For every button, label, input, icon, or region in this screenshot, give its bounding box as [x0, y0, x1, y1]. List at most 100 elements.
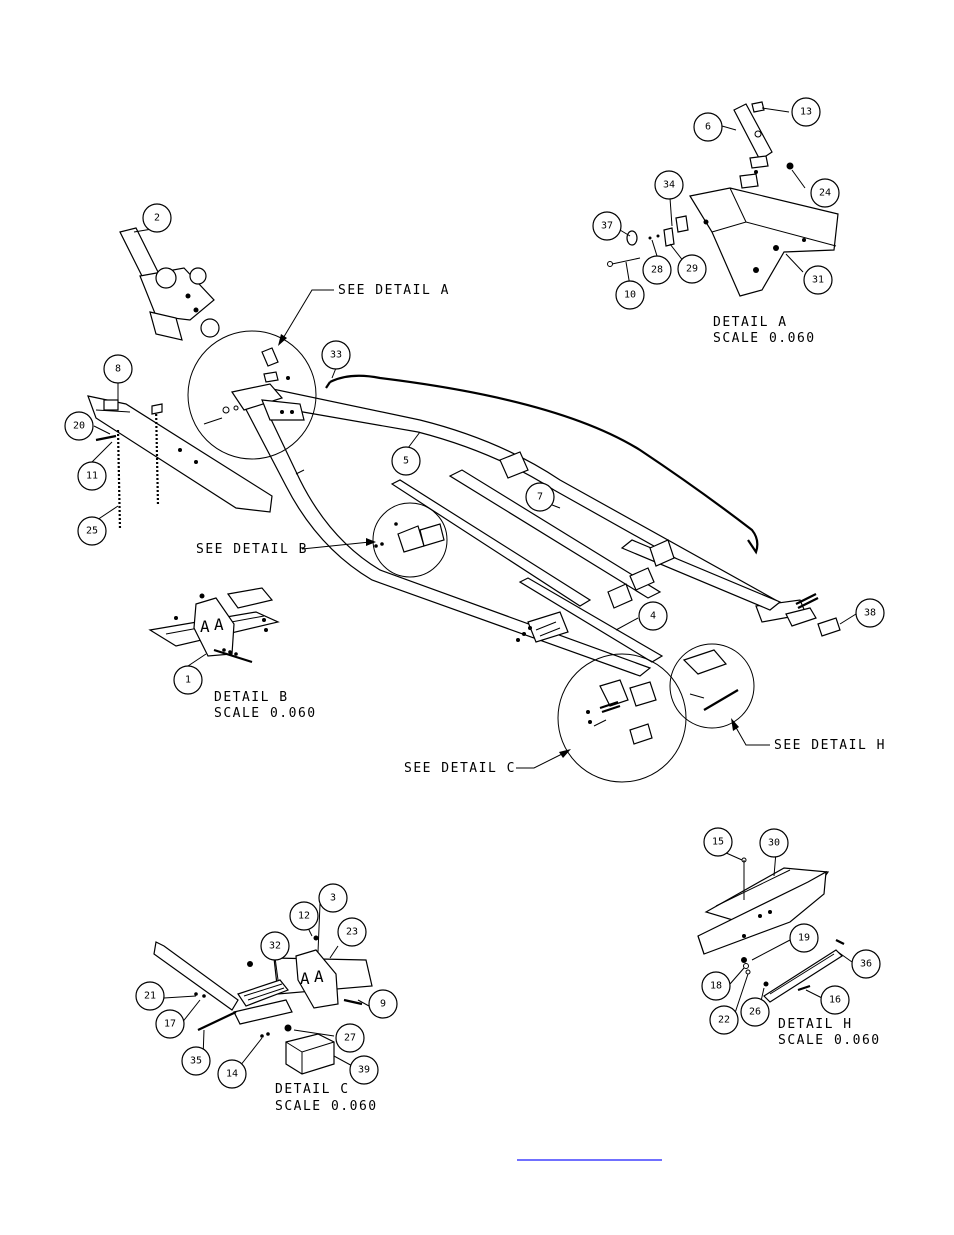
callout-13: 13: [791, 97, 821, 127]
svg-text:3: 3: [330, 893, 336, 904]
svg-text:39: 39: [358, 1065, 370, 1076]
see-detail-b-label: SEE DETAIL B: [196, 542, 308, 557]
svg-text:25: 25: [86, 526, 98, 537]
trailer-frame: [231, 374, 841, 745]
see-detail-a-label: SEE DETAIL A: [338, 283, 450, 298]
svg-text:17: 17: [164, 1019, 176, 1030]
callout-14: 14: [217, 1059, 247, 1089]
svg-text:27: 27: [344, 1033, 356, 1044]
callout-10: 10: [615, 280, 645, 310]
svg-text:13: 13: [800, 107, 812, 118]
svg-text:20: 20: [73, 421, 85, 432]
callout-31: 31: [803, 265, 833, 295]
svg-text:23: 23: [346, 927, 358, 938]
svg-text:A: A: [214, 615, 224, 634]
svg-text:38: 38: [864, 608, 876, 619]
detail-a-title: DETAIL A: [713, 315, 788, 330]
svg-text:21: 21: [144, 991, 156, 1002]
callout-27: 27: [335, 1023, 365, 1053]
detail-h-scale: SCALE 0.060: [778, 1033, 881, 1048]
svg-text:8: 8: [115, 364, 121, 375]
callout-38: 38: [855, 598, 885, 628]
see-detail-h-label: SEE DETAIL H: [774, 738, 886, 753]
part-callouts: 1 2 3 4 5 6 7 8 9 10 11 12 13 14 15 16 1…: [64, 97, 885, 1089]
svg-text:A: A: [200, 617, 210, 636]
callout-39: 39: [349, 1055, 379, 1085]
svg-text:22: 22: [718, 1015, 730, 1026]
callout-37: 37: [592, 211, 622, 241]
callout-19: 19: [789, 923, 819, 953]
callout-15: 15: [703, 827, 733, 857]
callout-33: 33: [321, 340, 351, 370]
callout-17: 17: [155, 1009, 185, 1039]
svg-text:11: 11: [86, 471, 98, 482]
callout-32: 32: [260, 931, 290, 961]
callout-30: 30: [759, 828, 789, 858]
callout-25: 25: [77, 516, 107, 546]
detail-c-scale: SCALE 0.060: [275, 1099, 378, 1114]
svg-text:10: 10: [624, 290, 636, 301]
callout-22: 22: [709, 1005, 739, 1035]
callout-36: 36: [851, 949, 881, 979]
callout-26: 26: [740, 997, 770, 1027]
detail-b-assembly: A A: [148, 587, 280, 664]
detail-b-title: DETAIL B: [214, 690, 289, 705]
svg-text:31: 31: [812, 275, 824, 286]
svg-text:A: A: [300, 969, 310, 988]
svg-text:33: 33: [330, 350, 342, 361]
callout-34: 34: [654, 170, 684, 200]
callout-5: 5: [391, 446, 421, 476]
detail-c-title: DETAIL C: [275, 1082, 350, 1097]
svg-text:18: 18: [710, 981, 722, 992]
detail-h-title: DETAIL H: [778, 1017, 853, 1032]
callout-16: 16: [820, 985, 850, 1015]
callout-12: 12: [289, 901, 319, 931]
callout-28: 28: [642, 255, 672, 285]
callout-11: 11: [77, 461, 107, 491]
svg-text:32: 32: [269, 941, 281, 952]
jack-assembly: [119, 227, 220, 341]
svg-text:34: 34: [663, 180, 675, 191]
svg-text:1: 1: [185, 675, 191, 686]
trailer-tongue: [87, 395, 273, 531]
svg-text:24: 24: [819, 188, 831, 199]
bunk-bracket-cluster: [516, 611, 569, 643]
svg-text:37: 37: [601, 221, 613, 232]
callout-18: 18: [701, 971, 731, 1001]
detail-h-assembly: [697, 857, 845, 1003]
svg-text:7: 7: [537, 492, 543, 503]
svg-text:A: A: [314, 967, 324, 986]
svg-text:4: 4: [650, 611, 656, 622]
see-detail-arrows: [278, 289, 770, 769]
detail-circles: [187, 330, 755, 783]
callout-2: 2: [142, 203, 172, 233]
callout-35: 35: [181, 1046, 211, 1076]
callout-24: 24: [810, 178, 840, 208]
callout-23: 23: [337, 917, 367, 947]
detail-a-scale: SCALE 0.060: [713, 331, 816, 346]
svg-text:9: 9: [380, 999, 386, 1010]
svg-text:14: 14: [226, 1069, 238, 1080]
callout-6: 6: [693, 112, 723, 142]
svg-text:30: 30: [768, 838, 780, 849]
callout-7: 7: [525, 482, 555, 512]
callout-20: 20: [64, 411, 94, 441]
see-detail-c-label: SEE DETAIL C: [404, 761, 516, 776]
svg-text:36: 36: [860, 959, 872, 970]
detail-b-scale: SCALE 0.060: [214, 706, 317, 721]
callout-4: 4: [638, 601, 668, 631]
svg-text:16: 16: [829, 995, 841, 1006]
detail-c-assembly: A A: [153, 935, 373, 1075]
svg-text:28: 28: [651, 265, 663, 276]
svg-text:2: 2: [154, 213, 160, 224]
detail-a-assembly: [607, 101, 839, 297]
svg-text:6: 6: [705, 122, 711, 133]
svg-text:12: 12: [298, 911, 310, 922]
callout-3: 3: [318, 883, 348, 913]
detail-labels: SEE DETAIL A SEE DETAIL B SEE DETAIL C S…: [196, 283, 886, 1114]
svg-text:5: 5: [403, 456, 409, 467]
callout-29: 29: [677, 254, 707, 284]
callout-1: 1: [173, 665, 203, 695]
callout-21: 21: [135, 981, 165, 1011]
